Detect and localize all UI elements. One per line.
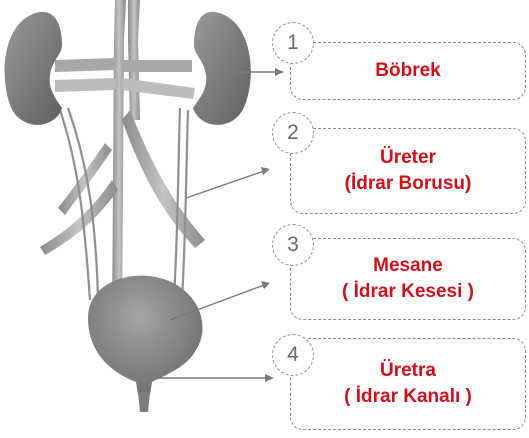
left-kidney [5,12,62,125]
number-badge-2: 2 [272,112,314,154]
arrowhead-2 [261,167,270,175]
bladder [88,276,203,395]
label-4-line-1: Üretra [380,358,436,384]
label-4-line-2: ( İdrar Kanalı ) [344,384,472,410]
number-badge-3: 3 [272,224,314,266]
label-2-line-2: (İdrar Borusu) [345,171,472,197]
number-4: 4 [287,343,299,367]
label-2-line-1: Üreter [380,145,436,171]
arrowhead-4 [265,374,274,382]
label-box-4: Üretra ( İdrar Kanalı ) [290,338,526,430]
pointer-arrow-2 [186,171,264,198]
number-1: 1 [287,31,299,55]
label-box-1: Böbrek [290,42,526,100]
number-2: 2 [287,121,299,145]
urethra [138,392,150,412]
arrowhead-1 [275,68,284,76]
label-box-3: Mesane ( İdrar Kesesi ) [290,238,526,320]
number-badge-1: 1 [272,22,314,64]
number-3: 3 [287,233,299,257]
label-1-line-1: Böbrek [375,58,440,84]
label-box-2: Üreter (İdrar Borusu) [290,128,526,214]
right-kidney [193,12,251,125]
label-3-line-2: ( İdrar Kesesi ) [342,279,474,305]
number-badge-4: 4 [272,334,314,376]
label-3-line-1: Mesane [373,253,443,279]
